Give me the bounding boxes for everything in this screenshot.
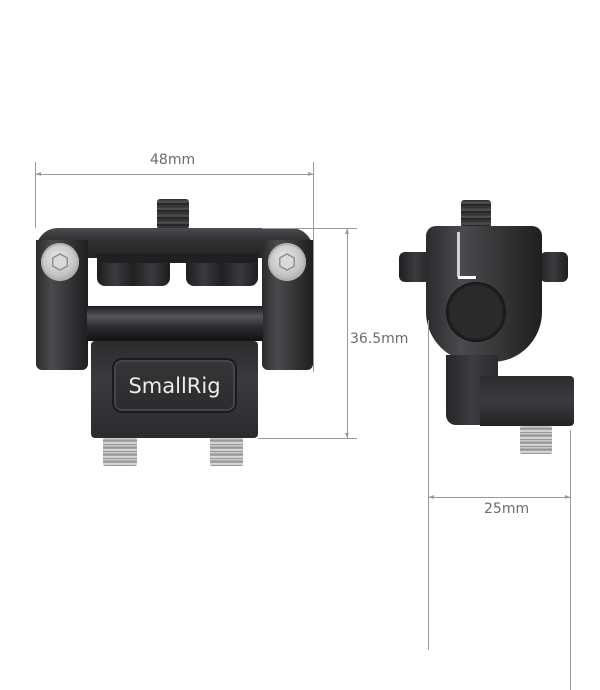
bottom-screw-side	[520, 426, 552, 454]
rod-hole	[446, 282, 506, 342]
hex-bolt-left	[41, 243, 79, 281]
width-extension-left	[35, 162, 36, 228]
height-dimension-line	[347, 229, 348, 438]
hex-bolt-right	[268, 243, 306, 281]
clamp-slit-gap	[458, 276, 476, 279]
height-extension-top	[262, 228, 357, 229]
depth-dimension-line	[429, 497, 570, 498]
width-dimension-line	[36, 174, 313, 175]
height-extension-bottom	[258, 438, 357, 439]
arrow-left-icon	[429, 495, 434, 499]
top-screw-front	[157, 199, 189, 229]
bottom-screw-left	[103, 438, 137, 466]
hex-socket-icon	[52, 253, 68, 271]
pivot-bar	[87, 306, 263, 341]
height-dimension-label: 36.5mm	[350, 331, 409, 347]
brand-logo-plate: SmallRig	[112, 358, 237, 413]
arrow-left-icon	[36, 172, 41, 176]
bottom-screw-right	[210, 438, 243, 466]
depth-dimension-label: 25mm	[484, 501, 530, 517]
width-extension-right	[313, 162, 314, 372]
front-view: SmallRig 48mm 36.5mm	[0, 0, 408, 480]
side-view: 25mm	[380, 180, 600, 690]
arrow-right-icon	[308, 172, 313, 176]
arrow-down-icon	[345, 433, 349, 438]
brand-logo-text: SmallRig	[128, 373, 221, 398]
side-foot-horizontal	[480, 376, 574, 426]
depth-extension-left	[428, 320, 429, 650]
hex-socket-icon	[279, 253, 295, 271]
clamp-bridge	[97, 253, 258, 263]
top-screw-side	[461, 200, 491, 228]
side-knob-left	[399, 252, 431, 282]
clamp-slit	[457, 232, 460, 277]
arrow-right-icon	[565, 495, 570, 499]
side-knob-right	[540, 252, 568, 282]
arrow-up-icon	[345, 229, 349, 234]
depth-extension-right	[570, 430, 571, 690]
width-dimension-label: 48mm	[150, 152, 196, 168]
